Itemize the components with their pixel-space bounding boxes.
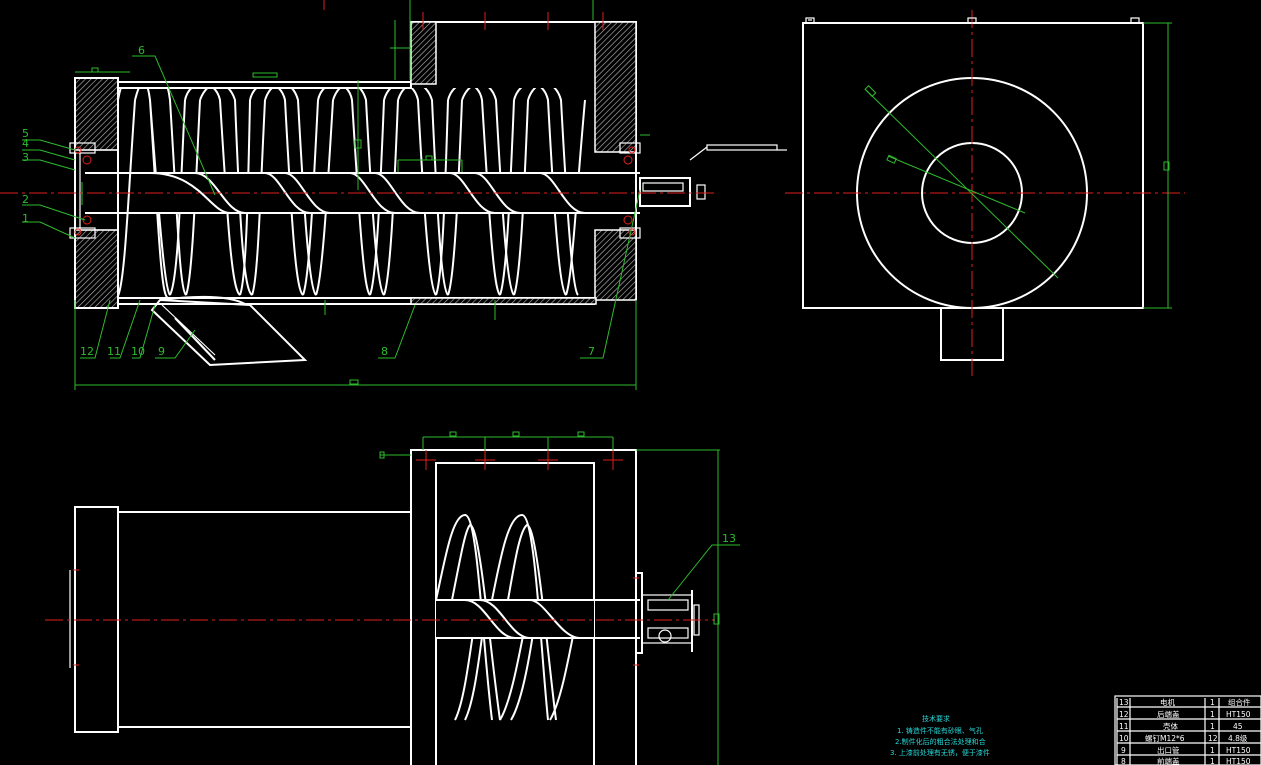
bearing-right [619,142,641,239]
bom-material: HT150 [1226,746,1251,755]
end-view [785,10,1185,380]
part-label-12: 12 [80,345,94,358]
bom-material: 4.8级 [1228,733,1248,743]
bom-material: HT150 [1226,710,1251,719]
bom-qty: 1 [1210,710,1215,719]
part-label-2: 2 [22,193,29,206]
part-label-5: 5 [22,127,29,140]
part-label-1: 1 [22,212,29,225]
part-label-4: 4 [22,137,29,150]
part-label-13: 13 [722,532,736,545]
coupling [635,572,700,654]
bom-qty: 1 [1210,757,1215,765]
screw-flights-top [436,513,594,721]
bom-no: 9 [1121,746,1126,755]
screw-flights [118,88,596,298]
bom-name: 前端盖 [1157,756,1180,765]
bom-qty: 1 [1210,698,1215,707]
bom-qty: 12 [1208,734,1218,743]
part-label-10: 10 [131,345,145,358]
tech-requirements: 技术要求 1. 铸造件不能有砂眼、气孔 2.制件化后的粗合法处理和合 3. 上漆… [890,714,990,757]
bom-material: 组合件 [1228,697,1251,707]
bom-no: 12 [1119,710,1129,719]
top-view: 13 [45,431,740,765]
part-label-6: 6 [138,44,145,57]
bom-no: 11 [1119,722,1129,731]
tech-req-line-2: 2.制件化后的粗合法处理和合 [895,737,986,746]
tech-req-line-3: 3. 上漆前处理有无锈，便于漆件 [890,748,990,757]
bom-name: 电机 [1160,697,1176,707]
bom-qty: 1 [1210,746,1215,755]
part-label-11: 11 [107,345,121,358]
bom-name: 后端盖 [1157,709,1180,719]
bom-name: 螺钉M12*6 [1145,733,1185,743]
part-label-7: 7 [588,345,595,358]
bom-no: 8 [1121,757,1126,765]
bom-name: 壳体 [1163,721,1179,731]
bearing-left [69,142,96,239]
bom-material: 45 [1233,722,1243,731]
tech-req-title: 技术要求 [922,714,950,723]
bom-table: 13 电机 1 组合件 12 后端盖 1 HT150 11 壳体 1 45 10… [1114,695,1261,765]
part-label-3: 3 [22,151,29,164]
bom-no: 10 [1119,734,1129,743]
discharge-chute [150,295,308,367]
bom-qty: 1 [1210,722,1215,731]
tech-req-line-1: 1. 铸造件不能有砂眼、气孔 [897,726,983,735]
bom-no: 13 [1119,698,1129,707]
bom-name: 出口管 [1157,745,1180,755]
part-label-9: 9 [158,345,165,358]
bom-material: HT150 [1226,757,1251,765]
part-label-8: 8 [381,345,388,358]
section-view: 5 4 3 2 1 6 12 11 10 9 8 7 [0,0,787,390]
